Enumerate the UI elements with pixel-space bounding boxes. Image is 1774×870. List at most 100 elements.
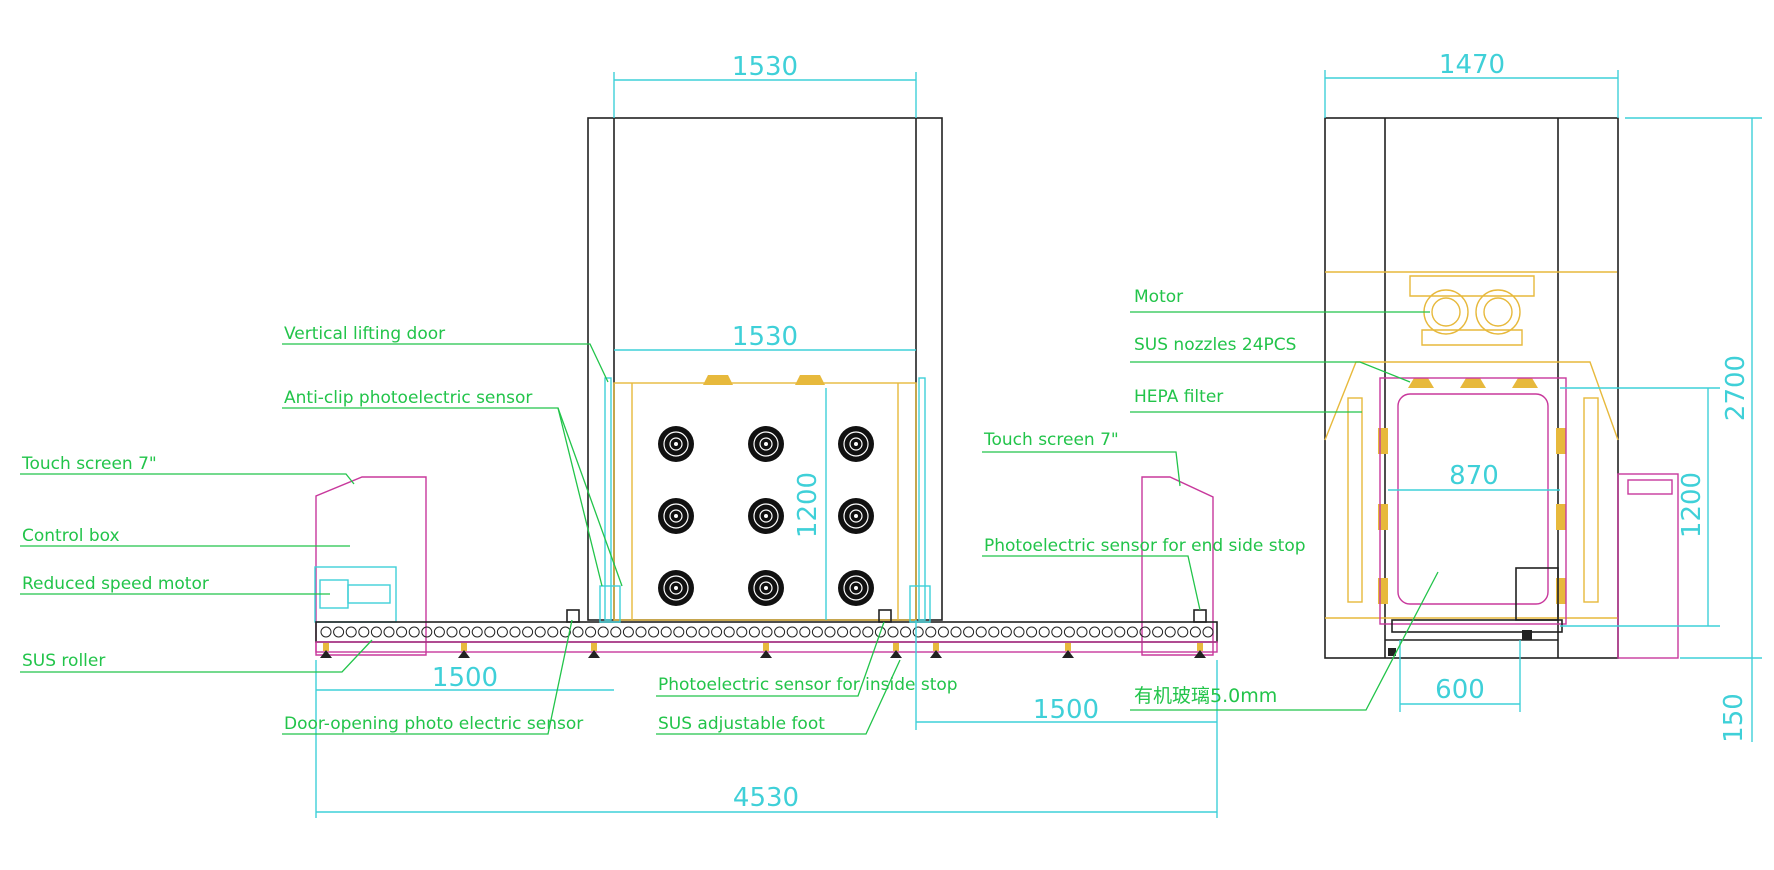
roller-icon xyxy=(358,626,370,638)
dim-side-base-height: 150 xyxy=(1719,658,1753,743)
roller-icon xyxy=(622,626,634,638)
roller-icon xyxy=(333,626,345,638)
right-control-cabinet xyxy=(1141,476,1214,656)
label-control-box: Control box xyxy=(22,526,120,546)
side-nozzles xyxy=(1378,378,1566,604)
inner-chamber xyxy=(604,377,926,621)
roller-icon xyxy=(925,626,937,638)
roller-icon xyxy=(471,626,483,638)
roller-icon xyxy=(1152,626,1164,638)
dim-right-conveyor: 1500 xyxy=(915,620,1218,818)
roller-icon xyxy=(345,626,357,638)
label-anti-clip-sensor: Anti-clip photoelectric sensor xyxy=(284,388,532,408)
dim-label-right-conveyor: 1500 xyxy=(1033,695,1099,725)
roller-icon xyxy=(1177,626,1189,638)
roller-icon xyxy=(975,626,987,638)
foot-icon xyxy=(588,643,600,658)
dim-label-front-inner: 1530 xyxy=(732,322,798,352)
roller-icon xyxy=(874,626,886,638)
roller-icon xyxy=(1164,626,1176,638)
dim-label-front-height: 1200 xyxy=(793,472,823,538)
dim-label-side-height: 1200 xyxy=(1677,472,1707,538)
nozzle-icon xyxy=(838,570,874,606)
roller-icon xyxy=(736,626,748,638)
foot-icon xyxy=(1062,643,1074,658)
side-labels: Motor SUS nozzles 24PCS HEPA filter 有机玻璃… xyxy=(1130,287,1439,711)
roller-icon xyxy=(723,626,735,638)
roller-icon xyxy=(572,626,584,638)
roller-icon xyxy=(1000,626,1012,638)
roller-icon xyxy=(988,626,1000,638)
roller-icon xyxy=(496,626,508,638)
side-inner-chamber xyxy=(1379,377,1567,633)
roller-icon xyxy=(900,626,912,638)
foot-icon xyxy=(930,643,942,658)
roller-icon xyxy=(1038,626,1050,638)
roller-icon xyxy=(433,626,445,638)
nozzle-icon xyxy=(748,570,784,606)
foot-icon xyxy=(458,643,470,658)
roller-icon xyxy=(509,626,521,638)
dim-label-side-total: 2700 xyxy=(1721,355,1751,421)
dim-label-side-bottom: 600 xyxy=(1435,675,1485,705)
roller-icon xyxy=(673,626,685,638)
nozzle-icon xyxy=(748,426,784,462)
door-frame xyxy=(587,117,943,621)
nozzle-icon xyxy=(658,570,694,606)
roller-icon xyxy=(484,626,496,638)
nozzle-grid xyxy=(658,426,874,606)
roller-icon xyxy=(1013,626,1025,638)
dim-side-total-height: 2700 xyxy=(1625,117,1762,659)
dim-side-top-width: 1470 xyxy=(1324,50,1619,118)
roller-conveyor xyxy=(315,621,1218,653)
dim-front-top-width: 1530 xyxy=(613,52,917,118)
roller-icon xyxy=(849,626,861,638)
foot-icon xyxy=(1194,643,1206,658)
dim-front-inner-width: 1530 xyxy=(614,322,916,352)
roller-icon xyxy=(1089,626,1101,638)
side-base xyxy=(1385,630,1558,656)
label-inside-stop-sensor: Photoelectric sensor for inside stop xyxy=(658,675,958,695)
label-door-opening-sensor: Door-opening photo electric sensor xyxy=(284,714,583,734)
roller-icon xyxy=(320,626,332,638)
roller-icon xyxy=(799,626,811,638)
dim-side-inner-width: 870 xyxy=(1388,461,1560,491)
roller-icon xyxy=(824,626,836,638)
roller-icon xyxy=(837,626,849,638)
roller-icon xyxy=(1051,626,1063,638)
label-hepa: HEPA filter xyxy=(1134,387,1223,407)
dim-side-inner-height: 1200 xyxy=(1560,387,1720,627)
roller-icon xyxy=(912,626,924,638)
rollers xyxy=(320,626,1214,638)
roller-icon xyxy=(370,626,382,638)
dim-side-bottom-width: 600 xyxy=(1399,640,1521,712)
dim-label-side-base: 150 xyxy=(1719,693,1749,743)
side-cabinet xyxy=(1617,473,1679,659)
roller-icon xyxy=(421,626,433,638)
front-view xyxy=(314,117,1218,658)
front-labels: Vertical lifting door Anti-clip photoele… xyxy=(20,324,1306,735)
roller-icon xyxy=(660,626,672,638)
nozzle-icon xyxy=(748,498,784,534)
roller-icon xyxy=(1126,626,1138,638)
top-fan-icons xyxy=(703,375,825,385)
roller-icon xyxy=(635,626,647,638)
roller-icon xyxy=(459,626,471,638)
roller-icon xyxy=(748,626,760,638)
roller-icon xyxy=(559,626,571,638)
foot-icon xyxy=(760,643,772,658)
roller-icon xyxy=(522,626,534,638)
adjustable-feet xyxy=(320,643,1206,658)
roller-icon xyxy=(534,626,546,638)
roller-icon xyxy=(862,626,874,638)
dim-label-left-conveyor: 1500 xyxy=(432,663,498,693)
dim-front-inner-height: 1200 xyxy=(793,388,827,620)
label-adjustable-foot: SUS adjustable foot xyxy=(658,714,825,734)
nozzle-icon xyxy=(658,426,694,462)
foot-icon xyxy=(890,643,902,658)
roller-icon xyxy=(396,626,408,638)
roller-icon xyxy=(1026,626,1038,638)
roller-icon xyxy=(648,626,660,638)
roller-icon xyxy=(1076,626,1088,638)
dim-left-conveyor: 1500 xyxy=(315,660,614,818)
